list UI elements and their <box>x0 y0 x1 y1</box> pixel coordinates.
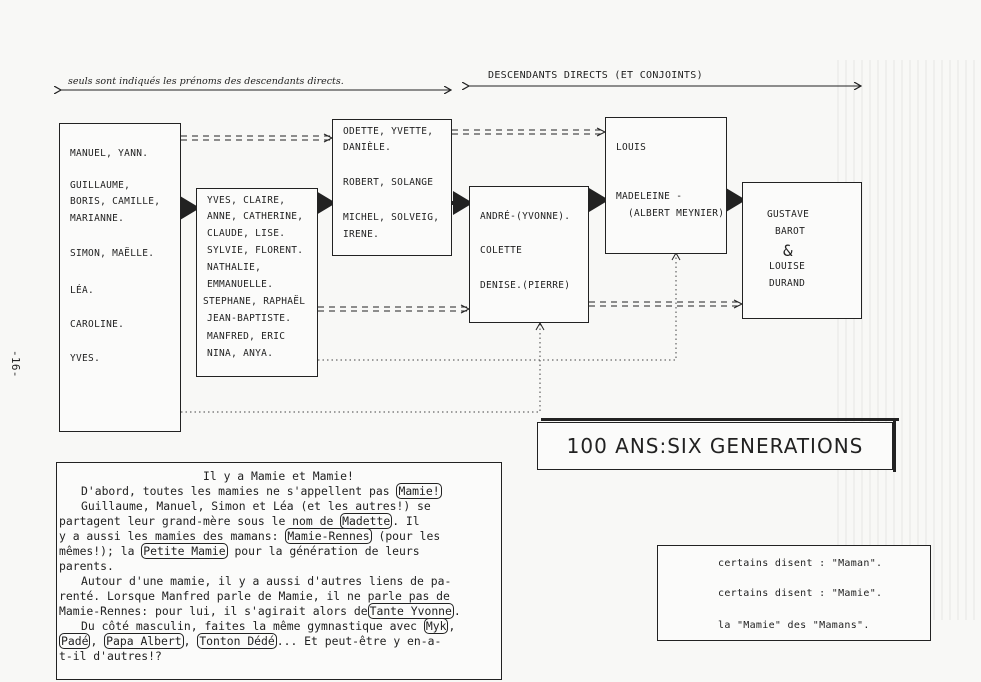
legend-label: certains disent : "Maman". <box>718 558 883 569</box>
story-text-box: Il y a Mamie et Mamie!D'abord, toutes le… <box>56 462 502 680</box>
story-text: Il y a Mamie et Mamie! <box>203 469 354 483</box>
gen1-line: LOUISE <box>769 261 806 272</box>
gen5-line: STEPHANE, RAPHAËL <box>203 296 306 307</box>
legend: certains disent : "Maman". certains dise… <box>657 545 931 641</box>
gen5-line: CLAUDE, LISE. <box>207 228 286 239</box>
gen6-line: YVES. <box>70 353 101 364</box>
story-text: ... Et peut-être y en-a- <box>276 634 442 648</box>
story-text: , <box>448 619 456 633</box>
story-text: partagent leur grand-mère sous le nom de <box>59 514 341 528</box>
box-generation-5: YVES, CLAIRE, ANNE, CATHERINE, CLAUDE, L… <box>196 188 318 377</box>
circled-nickname: Petite Mamie <box>141 543 228 559</box>
gen4-line: ROBERT, SOLANGE <box>343 177 434 188</box>
gen1-line: BAROT <box>775 226 806 237</box>
gen5-line: NINA, ANYA. <box>207 348 274 359</box>
legend-label: la "Mamie" des "Mamans". <box>718 620 870 631</box>
gen4-line: DANIÈLE. <box>343 142 392 153</box>
story-line: Padé, Papa Albert, Tonton Dédé... Et peu… <box>59 633 505 649</box>
story-text: Mamie-Rennes: pour lui, il s'agirait alo… <box>59 604 368 618</box>
gen5-line: YVES, CLAIRE, <box>207 195 286 206</box>
header-right-note: DESCENDANTS DIRECTS (ET CONJOINTS) <box>488 70 703 81</box>
circled-nickname: Mamie-Rennes <box>285 528 372 544</box>
story-text: Autour d'une mamie, il y a aussi d'autre… <box>81 574 452 588</box>
story-text: mêmes!); la <box>59 544 142 558</box>
gen6-line: MARIANNE. <box>70 213 125 224</box>
circled-nickname: Tonton Dédé <box>197 633 277 649</box>
gen1-line: DURAND <box>769 278 806 289</box>
gen6-line: CAROLINE. <box>70 319 125 330</box>
story-text: Guillaume, Manuel, Simon et Léa (et les … <box>81 499 431 513</box>
story-text: renté. Lorsque Manfred parle de Mamie, i… <box>59 589 450 603</box>
story-text: , <box>183 634 198 648</box>
box-generation-3: ANDRÉ-(YVONNE). COLETTE DENISE.(PIERRE) <box>469 186 589 323</box>
box-generation-6: MANUEL, YANN. GUILLAUME, BORIS, CAMILLE,… <box>59 123 181 432</box>
gen3-line: COLETTE <box>480 245 523 256</box>
gen6-line: GUILLAUME, <box>70 180 131 191</box>
story-line: renté. Lorsque Manfred parle de Mamie, i… <box>59 589 505 603</box>
gen2-line: MADELEINE - <box>616 191 683 202</box>
circled-nickname: Padé <box>59 633 91 649</box>
header-left-note: seuls sont indiqués les prénoms des desc… <box>68 76 344 87</box>
gen3-line: ANDRÉ-(YVONNE). <box>480 211 571 222</box>
story-line: Il y a Mamie et Mamie! <box>203 469 649 483</box>
story-line: D'abord, toutes les mamies ne s'appellen… <box>81 483 527 499</box>
gen6-line: SIMON, MAËLLE. <box>70 248 155 259</box>
story-line: partagent leur grand-mère sous le nom de… <box>59 513 505 529</box>
story-line: Guillaume, Manuel, Simon et Léa (et les … <box>81 499 527 513</box>
gen2-line: LOUIS <box>616 142 647 153</box>
gen3-line: DENISE.(PIERRE) <box>480 280 571 291</box>
circled-nickname: Tante Yvonne <box>367 603 454 619</box>
story-text: . Il <box>392 514 420 528</box>
gen4-line: ODETTE, YVETTE, <box>343 126 434 137</box>
story-line: y a aussi les mamies des mamans: Mamie-R… <box>59 528 505 544</box>
story-text: t-il d'autres!? <box>59 649 162 663</box>
gen5-line: NATHALIE, <box>207 262 262 273</box>
story-text: parents. <box>59 559 114 573</box>
story-text: (pour les <box>371 529 441 543</box>
story-line: parents. <box>59 559 505 573</box>
circled-nickname: Madette <box>340 513 393 529</box>
gen5-line: MANFRED, ERIC <box>207 331 286 342</box>
box-generation-1: GUSTAVE BAROT & LOUISE DURAND <box>742 182 862 319</box>
story-text: D'abord, toutes les mamies ne s'appellen… <box>81 484 397 498</box>
gen4-line: IRENE. <box>343 229 380 240</box>
circled-nickname: Papa Albert <box>104 633 184 649</box>
story-line: Autour d'une mamie, il y a aussi d'autre… <box>81 574 527 588</box>
story-line: t-il d'autres!? <box>59 649 505 663</box>
bleed-through-text <box>831 60 981 620</box>
page-title: 100 ANS:SIX GENERATIONS <box>537 422 893 470</box>
gen1-line: & <box>783 241 793 260</box>
gen5-line: ANNE, CATHERINE, <box>207 211 304 222</box>
story-text: Du côté masculin, faites la même gymnast… <box>81 619 424 633</box>
gen6-line: MANUEL, YANN. <box>70 148 149 159</box>
legend-label: certains disent : "Mamie". <box>718 588 883 599</box>
gen6-line: LÉA. <box>70 285 95 296</box>
story-text: y a aussi les mamies des mamans: <box>59 529 286 543</box>
story-text: , <box>90 634 105 648</box>
story-line: mêmes!); la Petite Mamie pour la générat… <box>59 543 505 559</box>
gen6-line: BORIS, CAMILLE, <box>70 196 161 207</box>
circled-nickname: Mamie! <box>396 483 442 499</box>
gen5-line: EMMANUELLE. <box>207 279 274 290</box>
story-text: pour la génération de leurs <box>227 544 420 558</box>
box-generation-4: ODETTE, YVETTE, DANIÈLE. ROBERT, SOLANGE… <box>332 119 452 256</box>
gen5-line: JEAN-BAPTISTE. <box>207 313 292 324</box>
title-shadow <box>541 418 899 421</box>
title-shadow <box>893 418 896 472</box>
gen1-line: GUSTAVE <box>767 209 810 220</box>
box-generation-2: LOUIS MADELEINE - (ALBERT MEYNIER) <box>605 117 727 254</box>
story-text: . <box>453 604 461 618</box>
gen2-line: (ALBERT MEYNIER) <box>628 208 725 219</box>
story-line: Mamie-Rennes: pour lui, il s'agirait alo… <box>59 603 505 619</box>
gen4-line: MICHEL, SOLVEIG, <box>343 212 440 223</box>
story-line: Du côté masculin, faites la même gymnast… <box>81 618 527 634</box>
circled-nickname: Myk <box>423 618 449 634</box>
gen5-line: SYLVIE, FLORENT. <box>207 245 304 256</box>
